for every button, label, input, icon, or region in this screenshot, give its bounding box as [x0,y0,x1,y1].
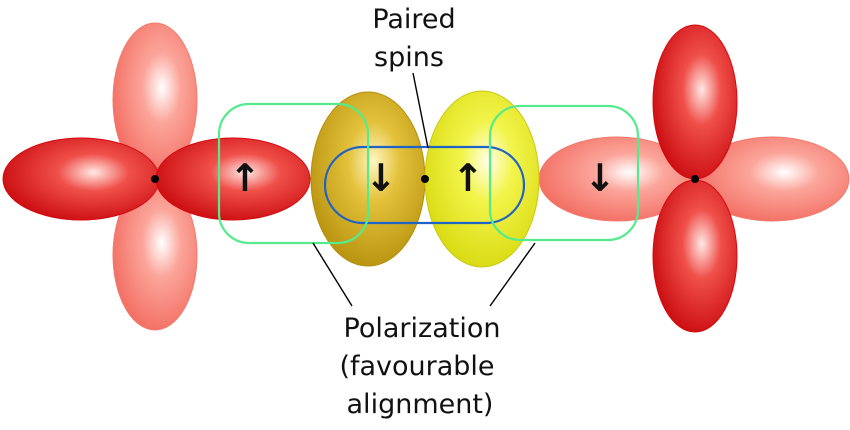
polarization-leader-left [312,242,353,307]
left-d-nucleus [151,175,159,183]
right-d-nucleus [691,175,699,183]
p-nucleus [421,175,429,183]
paired-spins-label-line1: Paired [372,4,455,35]
left-d-orbital [2,22,311,331]
left-d-left-lobe [2,137,160,221]
right-d-top-lobe [652,24,738,180]
polarization-label-line2: (favourable [339,351,494,382]
paired-spins-label-line2: spins [374,42,444,73]
right-d-bottom-lobe [652,179,738,333]
paired-spins-leader-line [412,72,429,149]
green-left-polarization-outline [217,102,370,245]
central-p-orbital [310,90,540,268]
polarization-label-line1: Polarization [344,313,501,344]
green-right-polarization-outline [488,104,640,242]
spin-arrow-left-d: ↑ [229,156,261,200]
spin-arrow-p-left: ↓ [365,156,397,200]
right-d-orbital [538,24,850,333]
blue-pairing-outline [323,145,526,225]
polarization-leader-right [489,242,536,307]
spin-arrow-right-d: ↓ [584,156,616,200]
polarization-label-line3: alignment) [347,389,494,420]
spin-arrow-p-right: ↑ [452,156,484,200]
